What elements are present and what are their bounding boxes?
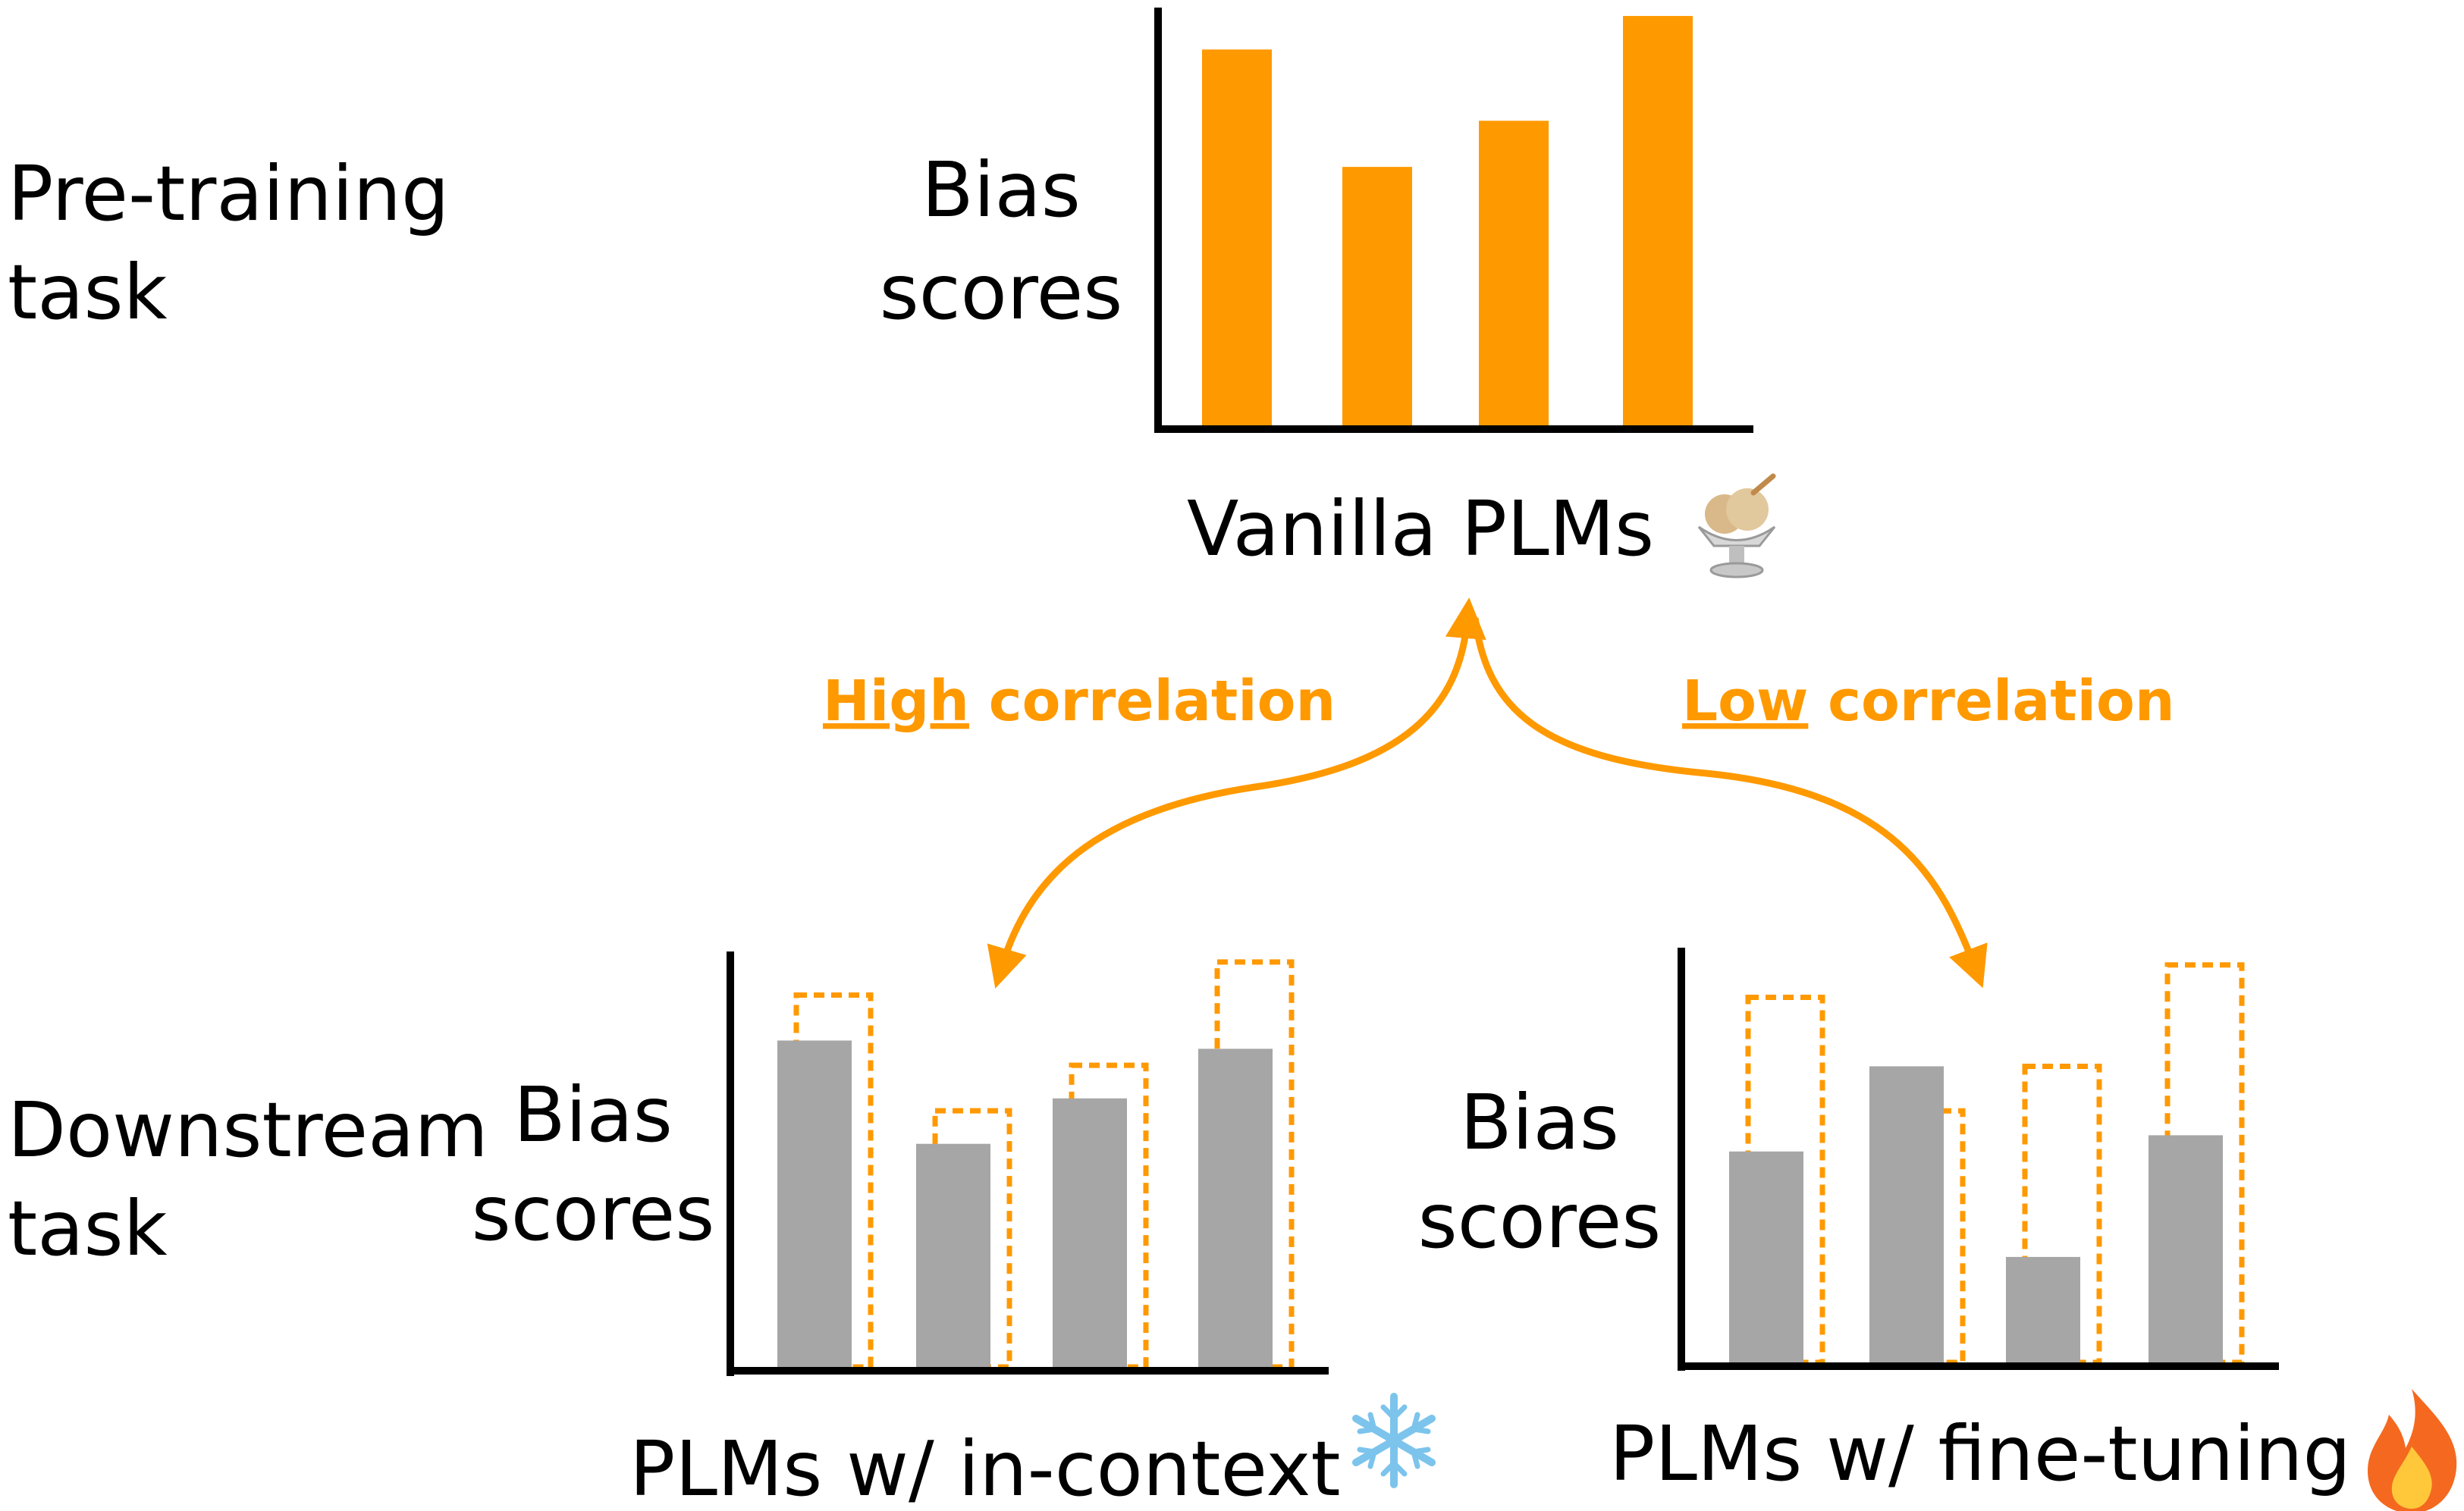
low-correlation-label: Low correlation	[1682, 669, 2175, 734]
high-keyword: High	[823, 669, 969, 734]
low-rest: correlation	[1808, 669, 2174, 734]
in-context-ylabel-line1: Bias	[513, 1071, 673, 1159]
vanilla-ylabel-line1: Bias	[921, 146, 1081, 234]
pretraining-row-label: Pre-training task	[8, 149, 449, 337]
in-context-caption: PLMs w/ in-context	[629, 1425, 1341, 1511]
in-context-chart: Bias scores PLMs w/ in-context	[472, 951, 1436, 1511]
downstream-row-label: Downstream task	[8, 1086, 488, 1273]
in-context-bars	[777, 959, 1295, 1370]
low-correlation-arrow	[1471, 617, 1988, 989]
fine-tuning-bar-4	[2149, 1135, 2223, 1362]
low-keyword: Low	[1682, 669, 1808, 734]
pretraining-label-line1: Pre-training	[8, 149, 449, 238]
high-rest: correlation	[969, 669, 1336, 734]
in-context-bar-1	[777, 1040, 852, 1367]
in-context-bar-2	[916, 1143, 990, 1367]
vanilla-bar-3	[1479, 121, 1549, 427]
pretraining-label-line2: task	[8, 248, 168, 337]
in-context-bar-3	[1053, 1098, 1127, 1367]
correlation-arrows: High correlation Low correlation	[823, 597, 2175, 989]
fine-tuning-chart: Bias scores PLMs w/ fine-tuning	[1418, 948, 2457, 1511]
vanilla-chart: Bias scores Vanilla PLMs	[880, 8, 1776, 578]
vanilla-bar-2	[1342, 167, 1412, 427]
fine-tuning-bar-1	[1729, 1151, 1803, 1362]
snowflake-icon	[1352, 1393, 1436, 1488]
vanilla-bar-4	[1623, 16, 1693, 428]
vanilla-caption: Vanilla PLMs	[1187, 484, 1654, 573]
vanilla-bars	[1202, 16, 1693, 428]
vanilla-ylabel-line2: scores	[880, 248, 1123, 337]
in-context-ylabel-line2: scores	[472, 1169, 715, 1258]
fine-tuning-ylabel-line1: Bias	[1460, 1078, 1619, 1167]
fine-tuning-ylabel-line2: scores	[1418, 1177, 1662, 1265]
fine-tuning-caption: PLMs w/ fine-tuning	[1609, 1409, 2351, 1498]
high-correlation-label: High correlation	[823, 669, 1336, 734]
downstream-label-line1: Downstream	[8, 1086, 488, 1174]
vanilla-bar-1	[1202, 49, 1272, 428]
fine-tuning-bar-3	[2006, 1256, 2080, 1362]
in-context-bar-4	[1198, 1049, 1273, 1367]
ice-cream-icon	[1697, 473, 1776, 578]
high-correlation-arrow	[987, 597, 1486, 989]
fire-icon	[2368, 1389, 2457, 1511]
fine-tuning-bars	[1729, 962, 2245, 1365]
downstream-label-line2: task	[8, 1184, 168, 1273]
fine-tuning-bar-2	[1869, 1066, 1944, 1362]
